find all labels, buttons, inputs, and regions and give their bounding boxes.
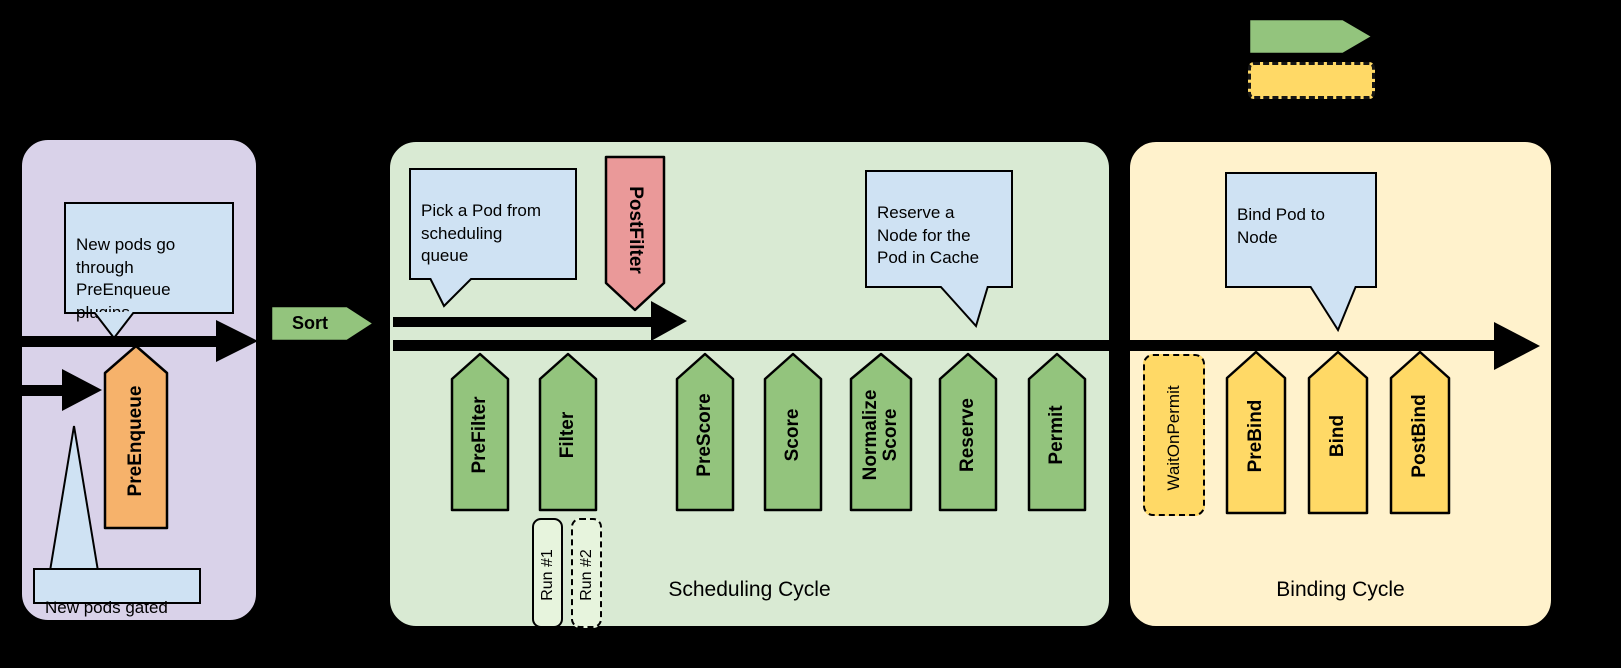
scheduling-queue-arrow-head [651, 301, 687, 341]
callout-bind-pod-tail [1309, 286, 1357, 332]
prebind-arrow-icon [1225, 350, 1287, 515]
filter-run-2: Run #2 [571, 518, 602, 628]
legend-extension-point-arrow-icon [1248, 18, 1375, 55]
waitonpermit-label: WaitOnPermit [1164, 385, 1183, 491]
sort-arrow: Sort [270, 305, 376, 342]
filter-label: Filter [557, 411, 578, 459]
postbind-label: PostBind [1409, 394, 1430, 478]
scheduling-queue-arrow-shaft [393, 317, 651, 327]
permit-arrow-icon [1027, 352, 1087, 512]
extension-permit: Permit [1027, 352, 1087, 512]
prefilter-arrow-icon [450, 352, 510, 512]
extension-prescore: PreScore [675, 352, 735, 512]
gated-pods-arrow-shaft [0, 385, 62, 396]
extension-prebind: PreBind [1225, 350, 1287, 515]
queue-flow-arrow-shaft [0, 336, 216, 347]
extension-normalize-score: Normalize Score [849, 352, 913, 512]
extension-filter: Filter [538, 352, 598, 512]
score-label: Score [782, 408, 803, 462]
reserve-arrow-icon [938, 352, 998, 512]
prescore-label: PreScore [694, 393, 715, 477]
legend-dashed-rect-icon [1248, 62, 1375, 99]
scheduling-cycle-title: Scheduling Cycle [668, 578, 831, 601]
extension-postfilter: PostFilter [604, 155, 666, 312]
callout-bind-pod: Bind Pod to Node [1225, 172, 1377, 288]
callout-new-pods: New pods go through PreEnqueue plugins [64, 202, 234, 322]
extension-preenqueue: PreEnqueue [103, 344, 169, 530]
preenqueue-label: PreEnqueue [125, 385, 146, 497]
prescore-arrow-icon [675, 352, 735, 512]
callout-pick-pod-text: Pick a Pod from scheduling queue [421, 201, 541, 266]
prefilter-label: PreFilter [469, 396, 490, 474]
extension-score: Score [763, 352, 823, 512]
callout-pick-pod: Pick a Pod from scheduling queue [409, 168, 577, 280]
callout-gated-text: New pods gated [45, 598, 168, 618]
callout-new-pods-text: New pods go through PreEnqueue plugins [76, 235, 176, 321]
queue-flow-arrow-head [216, 320, 258, 362]
gated-pods-arrow-head [62, 369, 102, 411]
bind-arrow-icon [1307, 350, 1369, 515]
bind-label: Bind [1327, 414, 1348, 457]
callout-reserve-node-tail [939, 286, 989, 328]
postbind-arrow-icon [1389, 350, 1451, 515]
main-flow-arrow-head [1494, 322, 1540, 370]
score-arrow-icon [763, 352, 823, 512]
postfilter-arrow-icon [604, 155, 666, 312]
extension-reserve: Reserve [938, 352, 998, 512]
extension-bind: Bind [1307, 350, 1369, 515]
main-flow-arrow-shaft [393, 340, 1494, 351]
callout-gated-tail [49, 425, 99, 572]
callout-reserve-node: Reserve a Node for the Pod in Cache [865, 170, 1013, 288]
callout-bind-pod-text: Bind Pod to Node [1237, 205, 1325, 247]
reserve-label: Reserve [957, 398, 978, 473]
postfilter-label: PostFilter [625, 186, 646, 275]
sort-label: Sort [292, 313, 328, 333]
normalize-score-label: Normalize Score [860, 389, 901, 481]
extension-waitonpermit: WaitOnPermit [1143, 354, 1205, 516]
filter-run-1-label: Run #1 [538, 549, 556, 601]
filter-run-2-label: Run #2 [577, 549, 595, 601]
prebind-label: PreBind [1245, 399, 1266, 473]
extension-prefilter: PreFilter [450, 352, 510, 512]
callout-gated: New pods gated [33, 568, 201, 617]
filter-run-1: Run #1 [532, 518, 563, 628]
binding-cycle-title: Binding Cycle [1276, 578, 1405, 601]
extension-postbind: PostBind [1389, 350, 1451, 515]
sort-arrow-icon [270, 305, 376, 342]
callout-reserve-node-text: Reserve a Node for the Pod in Cache [877, 203, 980, 268]
normalize-score-arrow-icon [849, 352, 913, 512]
callout-pick-pod-tail [429, 278, 473, 308]
permit-label: Permit [1046, 405, 1067, 465]
preenqueue-arrow-icon [103, 344, 169, 530]
filter-arrow-icon [538, 352, 598, 512]
